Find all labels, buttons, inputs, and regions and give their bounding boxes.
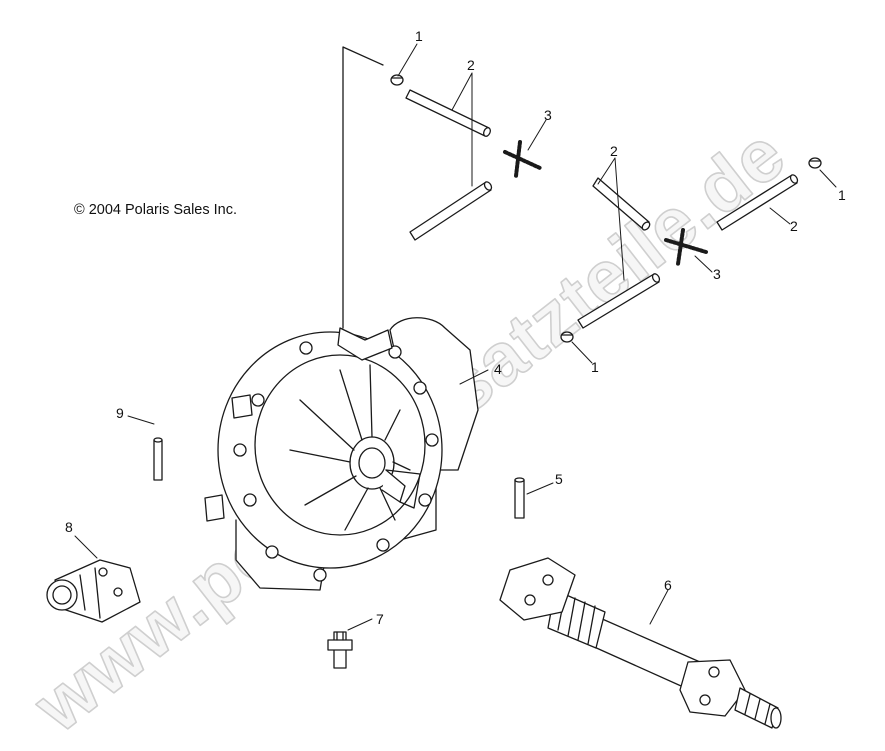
callout-3b: 3 [713,266,721,282]
assembly-guide-line [342,46,384,329]
copyright-notice: © 2004 Polaris Sales Inc. [74,202,238,218]
pin-2a[interactable] [405,89,492,137]
callout-1a: 1 [415,28,423,44]
callout-labels: 1 1 1 2 2 2 3 3 4 5 6 7 8 9 [65,28,846,627]
callout-3a: 3 [544,107,552,123]
gearcase-housing[interactable] [204,317,479,591]
callout-2b: 2 [610,143,618,159]
callout-8: 8 [65,519,73,535]
callout-1b: 1 [838,187,846,203]
drive-shaft-6[interactable] [499,557,782,729]
leader-lines [74,43,837,631]
cross-pin-3b[interactable] [664,228,708,266]
pin-2c[interactable] [592,177,651,231]
pin-2e[interactable] [716,174,799,231]
pin-9[interactable] [153,437,163,481]
callout-1c: 1 [591,359,599,375]
roller-1a[interactable] [390,74,404,86]
callout-7: 7 [376,611,384,627]
cross-pin-3a[interactable] [503,140,542,178]
callout-2c: 2 [790,218,798,234]
callout-5: 5 [555,471,563,487]
roller-1b[interactable] [808,157,822,169]
coupler-8[interactable] [46,559,141,623]
callout-6: 6 [664,577,672,593]
bolt-7[interactable] [327,631,353,669]
callout-2a: 2 [467,57,475,73]
roller-1c[interactable] [560,331,574,343]
pin-2b[interactable] [409,181,493,241]
pin-5[interactable] [514,477,525,519]
callout-4: 4 [494,361,502,377]
callout-9: 9 [116,405,124,421]
pin-2d[interactable] [577,273,661,329]
